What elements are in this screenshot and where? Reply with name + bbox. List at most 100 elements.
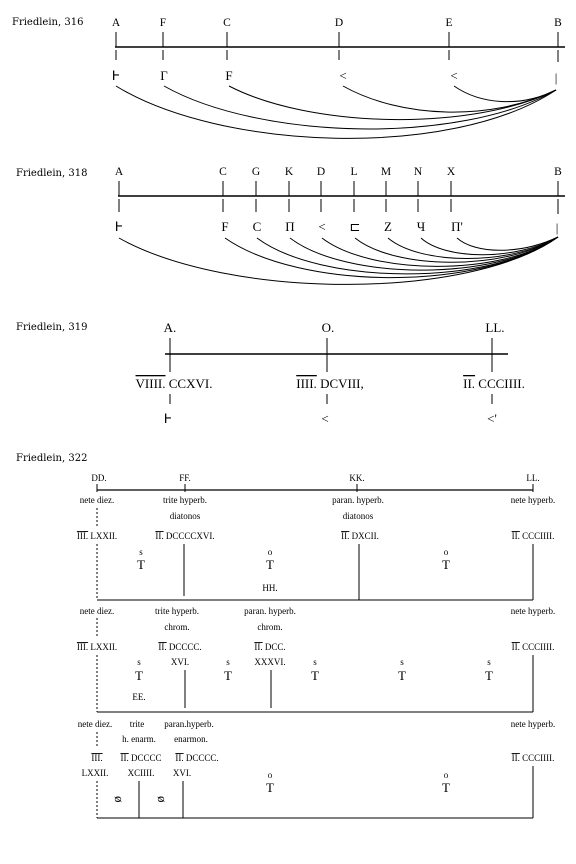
top-letters: DD. FF. KK. LL. bbox=[91, 473, 539, 483]
letter: D bbox=[317, 166, 325, 178]
ticks bbox=[118, 181, 559, 214]
sign: Π' bbox=[451, 219, 463, 234]
sign: Π bbox=[285, 219, 294, 234]
sign: F bbox=[225, 68, 232, 83]
label: nete diez. bbox=[78, 719, 112, 729]
letter: LL. bbox=[526, 473, 539, 483]
number: II. DCC. bbox=[254, 642, 285, 652]
row-enharmonic: nete diez. trite paran.hyperb. h. enarm.… bbox=[78, 719, 555, 819]
sign-mark: s bbox=[139, 547, 143, 557]
sign: Ͱ bbox=[115, 219, 124, 234]
signs: Ͱ Γ F < < | bbox=[112, 68, 558, 85]
letters: A F C D E B bbox=[112, 17, 562, 29]
letter: A bbox=[115, 166, 124, 178]
sign: < bbox=[318, 219, 325, 234]
label: chrom. bbox=[164, 622, 189, 632]
letter: X bbox=[447, 166, 456, 178]
number: II. DCCCCXVI. bbox=[155, 531, 214, 541]
sign: C bbox=[253, 219, 262, 234]
arcs bbox=[118, 236, 559, 285]
signs: Ͱ F C Π < ⊏ Z Ч Π' | bbox=[115, 219, 559, 235]
label: paran.hyperb. bbox=[164, 719, 213, 729]
label: EE. bbox=[132, 692, 145, 702]
caption: Friedlein, 322 bbox=[16, 453, 87, 464]
row-chromatic: nete diez. trite hyperb. chrom. paran. h… bbox=[77, 606, 555, 713]
label: trite hyperb. bbox=[155, 606, 199, 616]
sign: Z bbox=[384, 219, 392, 234]
letter: B bbox=[554, 166, 562, 178]
sign: T bbox=[135, 668, 143, 683]
letter: KK. bbox=[349, 473, 364, 483]
hook-sign: ᴓ bbox=[157, 790, 165, 805]
label: diatonos bbox=[170, 511, 201, 521]
number: III. LXXII. bbox=[77, 531, 117, 541]
sign: Γ bbox=[160, 68, 168, 83]
letter: L bbox=[350, 166, 357, 178]
letter: N bbox=[414, 166, 423, 178]
sign: < bbox=[450, 68, 457, 83]
sign: Ͱ bbox=[164, 411, 173, 426]
letter: FF. bbox=[179, 473, 191, 483]
sign-mark: s bbox=[487, 657, 491, 667]
caption: Friedlein, 319 bbox=[16, 322, 87, 333]
sign: Ͱ bbox=[112, 68, 121, 83]
letter: E bbox=[445, 17, 452, 29]
sign-mark: o bbox=[444, 547, 449, 557]
letter: C bbox=[219, 166, 227, 178]
number: XVI. bbox=[171, 657, 189, 667]
number: XXXVI. bbox=[254, 657, 285, 667]
letter: A. bbox=[164, 320, 177, 335]
sign: T bbox=[224, 668, 232, 683]
number: II. CCCIIII. bbox=[512, 531, 555, 541]
sign: <' bbox=[487, 411, 497, 426]
sign: T bbox=[311, 668, 319, 683]
number: II. DCCCC. bbox=[158, 642, 201, 652]
number: XCIIII. bbox=[128, 768, 155, 778]
number: II. DCCCC. bbox=[175, 753, 218, 763]
caption: Friedlein, 318 bbox=[16, 168, 87, 179]
label: enarmon. bbox=[174, 734, 208, 744]
letter: B bbox=[554, 17, 562, 29]
number: II. DCCCC bbox=[120, 753, 161, 763]
sign: T bbox=[266, 780, 274, 795]
hook-sign: ᴓ bbox=[114, 790, 122, 805]
label: HH. bbox=[262, 583, 277, 593]
section-319: Friedlein, 319 A. O. LL. VIIII. CCXVI. I… bbox=[16, 320, 525, 426]
ticks bbox=[115, 32, 559, 62]
letter: LL. bbox=[485, 320, 504, 335]
label: h. enarm. bbox=[122, 734, 156, 744]
sign: ⊏ bbox=[350, 219, 361, 234]
caption: Friedlein, 316 bbox=[12, 17, 83, 28]
sign: Ч bbox=[417, 219, 426, 234]
letter: O. bbox=[322, 320, 335, 335]
number: II. DXCII. bbox=[341, 531, 379, 541]
sign: T bbox=[398, 668, 406, 683]
sign-mark: o bbox=[268, 770, 273, 780]
sign: | bbox=[555, 70, 558, 85]
label: nete diez. bbox=[80, 495, 114, 505]
label: trite hyperb. bbox=[163, 495, 207, 505]
label: nete hyperb. bbox=[511, 606, 555, 616]
sign: T bbox=[266, 557, 274, 572]
sign-mark: s bbox=[226, 657, 230, 667]
sign-mark: s bbox=[313, 657, 317, 667]
number: III. LXXII. bbox=[77, 642, 117, 652]
label: nete hyperb. bbox=[511, 719, 555, 729]
label: chrom. bbox=[257, 622, 282, 632]
number: II. CCCIIII. bbox=[512, 753, 555, 763]
number: IIII. DCVIII, bbox=[296, 376, 364, 391]
letter: M bbox=[381, 166, 391, 178]
sign: T bbox=[442, 557, 450, 572]
letter: DD. bbox=[91, 473, 106, 483]
label: trite bbox=[130, 719, 145, 729]
number: XVI. bbox=[173, 768, 191, 778]
number: II. CCCIIII. bbox=[463, 376, 525, 391]
label: paran. hyperb. bbox=[244, 606, 296, 616]
sign: < bbox=[321, 411, 328, 426]
row-diatonic: nete diez. trite hyperb. diatonos paran.… bbox=[77, 495, 555, 601]
sign: < bbox=[339, 68, 346, 83]
letter: K bbox=[285, 166, 294, 178]
section-322: Friedlein, 322 DD. FF. KK. LL. nete diez… bbox=[16, 453, 555, 819]
sign-mark: s bbox=[400, 657, 404, 667]
label: nete hyperb. bbox=[511, 495, 555, 505]
